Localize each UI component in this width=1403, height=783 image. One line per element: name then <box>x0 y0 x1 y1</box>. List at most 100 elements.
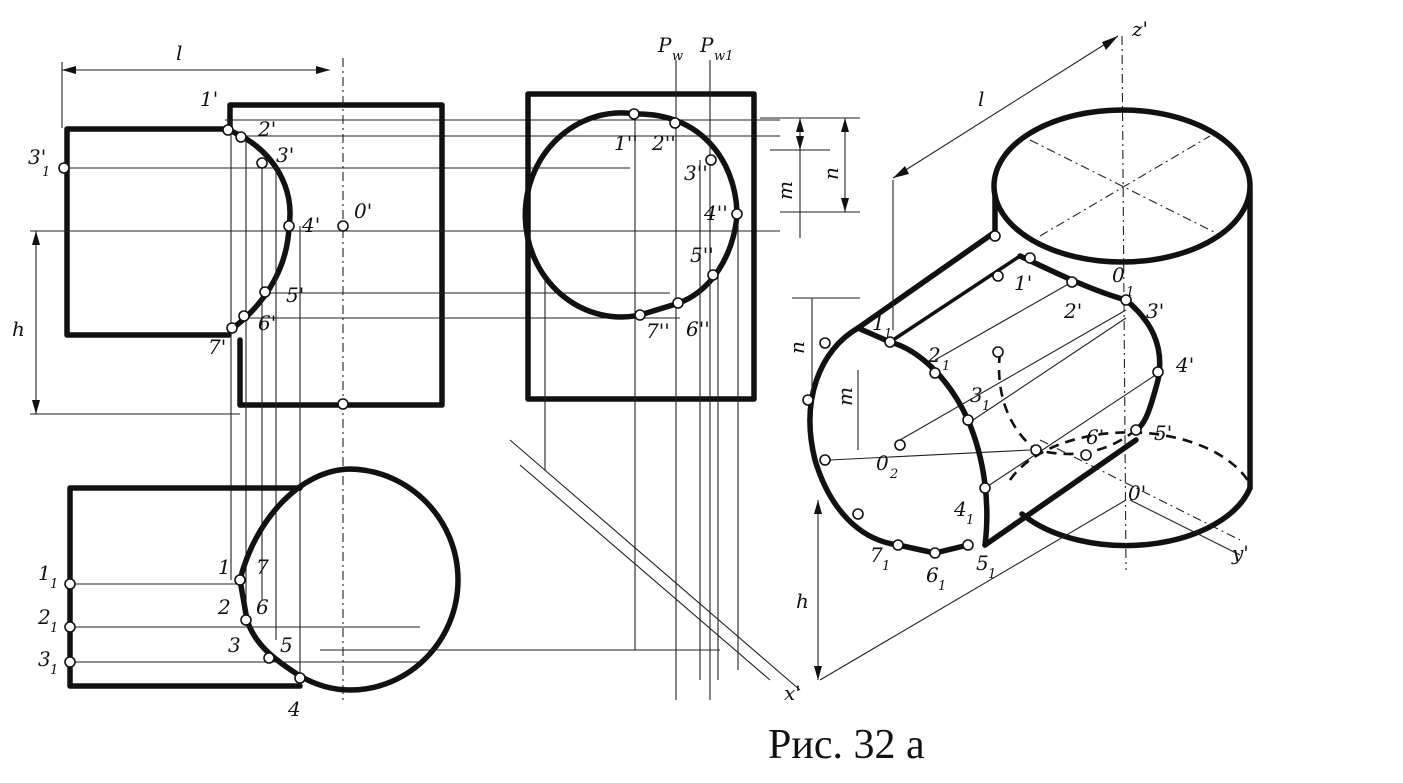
axon-label-1: 1' <box>1014 271 1032 295</box>
front-point-1 <box>222 124 234 136</box>
axon-point-5 <box>1130 424 1142 436</box>
axon-point-7 <box>1030 444 1042 456</box>
top-label-2: 2 <box>217 595 231 619</box>
dim-l-arrow-right <box>316 66 330 74</box>
top-label-5: 5 <box>280 633 293 657</box>
axon-flat-sub-1: 1 <box>884 327 892 342</box>
axon-flat-point-a <box>819 337 831 349</box>
axon-label-6: 6' <box>1086 425 1104 449</box>
front-point-3 <box>256 157 268 169</box>
side-plane-pw1-sub: w1 <box>714 49 733 64</box>
axon-dim-l-arrow-left <box>893 166 909 178</box>
axon-flat-label-5: 5 <box>976 551 989 575</box>
top-flat-sub-1: 1 <box>50 577 58 592</box>
top-flat-sub-2: 1 <box>50 621 58 636</box>
axon-dim-l-arrow-right <box>1102 36 1118 50</box>
axon-flat-label-o: 0 <box>876 451 889 475</box>
top-flat-label-2: 2 <box>37 605 51 629</box>
axon-dim-l-label: l <box>978 87 984 111</box>
front-point-5 <box>259 286 271 298</box>
axon-label-2: 2' <box>1063 299 1082 323</box>
top-point-2 <box>240 614 252 626</box>
front-bottom-point <box>337 398 349 410</box>
side-point-7 <box>634 309 646 321</box>
axon-point-6 <box>1080 449 1092 461</box>
axon-label-o-top: 0 <box>1112 263 1125 287</box>
front-view: l h 1' 2' 3' 4' 5' 6' 7' 0' 3' 1 <box>12 41 780 700</box>
dim-n-arrow-bottom <box>841 198 849 212</box>
top-label-6: 6 <box>256 595 269 619</box>
axon-flat-point-7 <box>892 539 904 551</box>
front-point-2 <box>235 131 247 143</box>
side-label-2: 2'' <box>651 131 676 155</box>
axon-point-3 <box>1120 294 1132 306</box>
front-label-6: 6' <box>258 311 276 335</box>
dim-l-arrow-left <box>62 66 76 74</box>
front-center-point <box>337 220 349 232</box>
axon-flat-label-3: 3 <box>970 383 983 407</box>
top-point-4 <box>294 672 306 684</box>
axon-flat-label-6: 6 <box>926 563 939 587</box>
front-label-7: 7' <box>208 335 226 359</box>
axon-intersection-hidden <box>997 351 1137 456</box>
side-label-6: 6'' <box>686 317 710 341</box>
axon-generator-3 <box>966 317 1127 425</box>
axon-label-o-top-sub: 1 <box>1126 285 1134 300</box>
top-point-1 <box>234 574 246 586</box>
axon-top-ellipse <box>991 107 1253 265</box>
dim-h-label: h <box>12 317 25 341</box>
axon-axis-y-label: y' <box>1231 541 1249 565</box>
front-point-4 <box>283 220 295 232</box>
top-flat-label-1: 1 <box>38 561 51 585</box>
axon-dim-h-label: h <box>796 589 809 613</box>
front-label-3-flat: 3' <box>28 145 46 169</box>
axon-axis-x-label: x' <box>784 681 801 705</box>
side-label-5: 5'' <box>690 243 714 267</box>
top-label-7: 7 <box>256 555 269 579</box>
axon-flat-label-2: 2 <box>927 343 941 367</box>
axon-point-4 <box>1152 366 1164 378</box>
axon-point-top-flat <box>989 230 1001 242</box>
axon-point-1 <box>1024 252 1036 264</box>
top-flat-point-1 <box>64 578 76 590</box>
top-flat-label-3: 3 <box>38 647 51 671</box>
front-label-center: 0' <box>354 199 372 223</box>
axon-x-axis <box>819 499 1127 681</box>
dim-n-arrow-top <box>841 118 849 132</box>
axon-dim-h-arrow-top <box>814 500 822 514</box>
top-label-4: 4 <box>287 697 301 721</box>
axon-flat-sub-2: 1 <box>942 359 950 374</box>
front-point-6 <box>238 310 250 322</box>
front-point-7 <box>226 322 238 334</box>
side-point-4 <box>731 208 743 220</box>
axon-label-4: 4' <box>1175 353 1194 377</box>
construction-diagonal-2 <box>519 464 771 681</box>
side-plane-pw-label: P <box>657 33 672 57</box>
axon-label-o: 0' <box>1128 481 1146 505</box>
top-flat-sub-3: 1 <box>50 663 58 678</box>
axon-dim-m-label: m <box>833 387 857 406</box>
axon-flat-point-5 <box>962 539 974 551</box>
axon-flat-point-4 <box>979 482 991 494</box>
axon-flat-point-1 <box>884 336 896 348</box>
dim-n-label: n <box>819 167 843 180</box>
axon-flat-sub-6: 1 <box>938 579 946 594</box>
side-label-4: 4'' <box>703 201 728 225</box>
dim-h-arrow-top <box>32 231 40 245</box>
top-circle-arc <box>237 466 461 693</box>
axon-generator-5 <box>899 309 1127 441</box>
axon-generator-6 <box>829 449 1031 461</box>
axon-flat-point-c <box>819 454 831 466</box>
axon-flat-sub-7: 1 <box>882 559 890 574</box>
axon-flat-top-edge <box>855 229 998 331</box>
top-flat-point-2 <box>64 621 76 633</box>
front-cylinder-outline <box>227 102 445 408</box>
dim-h-arrow-bottom <box>32 400 40 414</box>
side-label-7: 7'' <box>646 319 670 343</box>
axon-flat-point-d <box>852 508 864 520</box>
axon-dim-h-arrow-bottom <box>814 666 822 680</box>
top-point-3 <box>263 652 275 664</box>
figure-caption: Рис. 32 а <box>768 722 925 768</box>
axon-dim-l-line <box>892 35 1119 179</box>
